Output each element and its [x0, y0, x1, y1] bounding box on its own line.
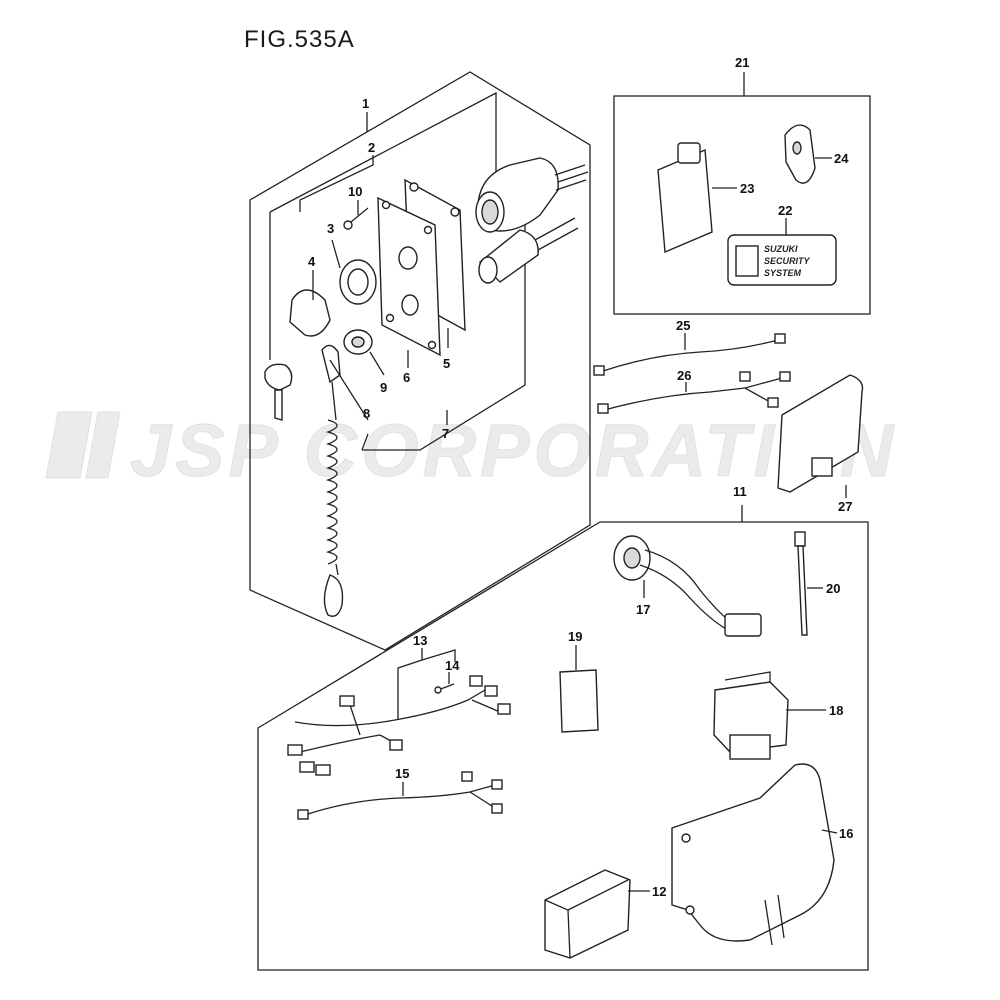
- buzzer-part: [613, 535, 762, 637]
- callout-9: 9: [380, 380, 387, 395]
- callout-8: 8: [363, 406, 370, 421]
- callout-1: 1: [362, 96, 369, 111]
- callout-16: 16: [839, 826, 853, 841]
- callout-5: 5: [443, 356, 450, 371]
- harness-15-part: [297, 771, 503, 820]
- callout-21: 21: [735, 55, 749, 70]
- callout-12: 12: [652, 884, 666, 899]
- watermark-text: JSP CORPORATION: [130, 409, 897, 492]
- frame-harness-kit: [257, 505, 869, 971]
- key-part: [264, 363, 293, 421]
- callout-20: 20: [826, 581, 840, 596]
- security-label-line3: SYSTEM: [764, 268, 802, 278]
- watermark: JSP CORPORATION: [45, 409, 897, 493]
- callout-23: 23: [740, 181, 754, 196]
- callout-15: 15: [395, 766, 409, 781]
- security-label-line1: SUZUKI: [764, 244, 798, 254]
- security-label-line2: SECURITY: [764, 256, 811, 266]
- callout-18: 18: [829, 703, 843, 718]
- label-card-part: [559, 669, 599, 733]
- callout-25: 25: [676, 318, 690, 333]
- callout-13: 13: [413, 633, 427, 648]
- transponder-key-part: [784, 124, 816, 184]
- clip-14-part: [434, 683, 455, 694]
- security-label-part: SUZUKI SECURITY SYSTEM: [727, 234, 837, 286]
- callout-4: 4: [308, 254, 316, 269]
- callout-6: 6: [403, 370, 410, 385]
- frame-security-kit: [613, 72, 871, 315]
- callouts: 1 2 3 4 5 6 7 8 9 10 11 12 13 14 15 16 1…: [308, 55, 853, 899]
- callout-10: 10: [348, 184, 362, 199]
- callout-27: 27: [838, 499, 852, 514]
- frame-switch-kit: [249, 71, 591, 651]
- bracket-27-part: [777, 374, 864, 493]
- immobilizer-unit-part: [657, 142, 713, 254]
- callout-19: 19: [568, 629, 582, 644]
- lanyard-part: [321, 344, 344, 617]
- callout-3: 3: [327, 221, 334, 236]
- cable-tie-part: [794, 531, 808, 636]
- callout-17: 17: [636, 602, 650, 617]
- callout-24: 24: [834, 151, 849, 166]
- switch-cap-part: [289, 289, 331, 337]
- stop-switch-part: [478, 217, 579, 284]
- callout-26: 26: [677, 368, 691, 383]
- bracket-16-part: [671, 763, 835, 946]
- ignition-switch-part: [475, 157, 589, 233]
- harness-26-part: [597, 371, 791, 414]
- cover-12-part: [544, 869, 631, 959]
- leader-lines: [299, 112, 847, 892]
- switch-nut-part: [339, 259, 377, 305]
- callout-14: 14: [445, 658, 460, 673]
- relay-part: [713, 671, 789, 760]
- callout-22: 22: [778, 203, 792, 218]
- harness-25-part: [593, 333, 786, 376]
- seal-part: [343, 329, 373, 355]
- screw-part: [343, 207, 369, 230]
- panel-plate-part: [377, 196, 441, 357]
- callout-7: 7: [442, 426, 449, 441]
- callout-11: 11: [733, 484, 747, 499]
- callout-2: 2: [368, 140, 375, 155]
- harness-13-part: [287, 675, 511, 776]
- figure-title: FIG.535A: [244, 26, 355, 53]
